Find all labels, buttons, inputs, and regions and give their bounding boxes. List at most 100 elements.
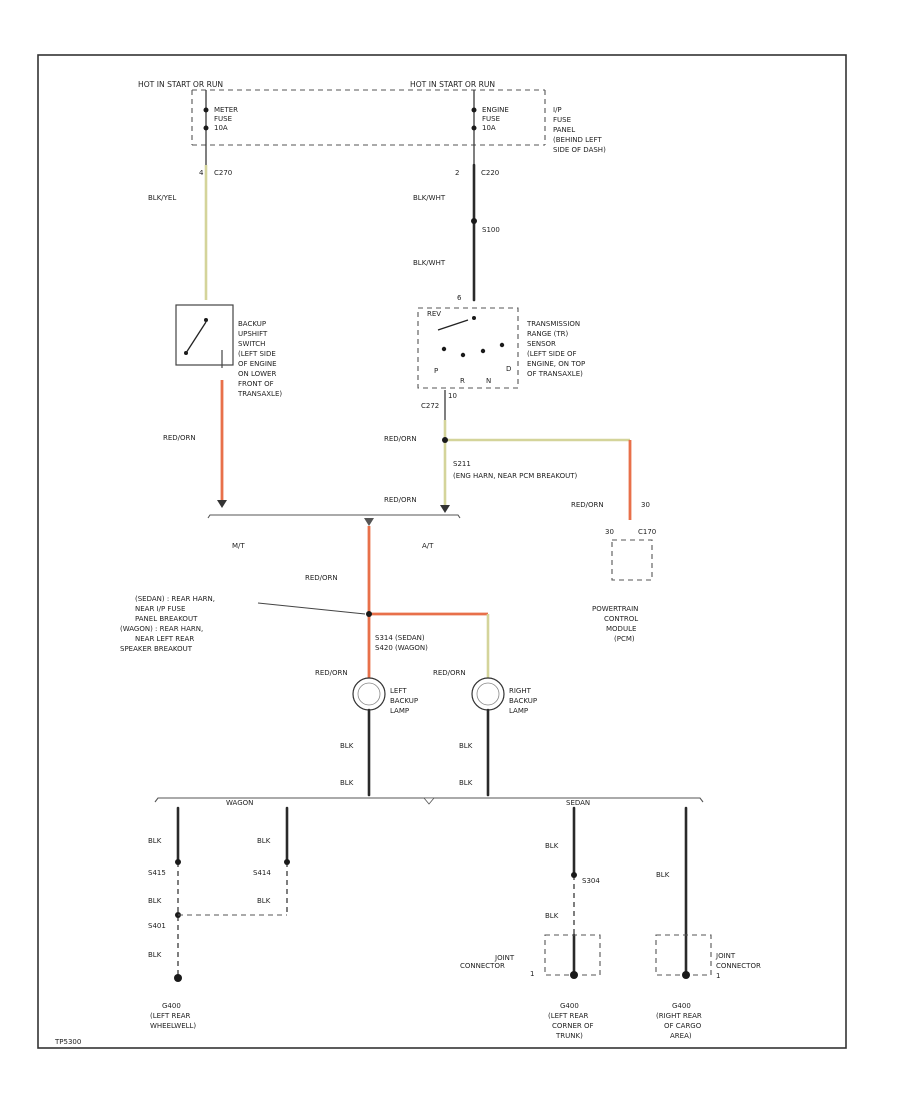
left-gnd-wire-2: BLK [340, 779, 354, 787]
w1-wire-a-label: BLK [148, 837, 162, 845]
engine-fuse-top [471, 107, 477, 113]
w1-ground-2: (LEFT REAR [150, 1012, 191, 1020]
pcm-pin: 30 [641, 501, 650, 509]
meter-fuse-line1: METER [214, 106, 238, 114]
tr-pin-top: 6 [457, 294, 462, 302]
splice-desc-1: (SEDAN) : REAR HARN, [135, 595, 215, 603]
left-hot-label: HOT IN START OR RUN [138, 80, 223, 89]
splice-s314 [366, 611, 372, 617]
left-gnd-wire-1: BLK [340, 742, 354, 750]
meter-fuse-line2: FUSE [214, 115, 232, 123]
w1-splice-dot [175, 859, 181, 865]
tr-contact-top [472, 316, 476, 320]
ip-fuse-line4: (BEHIND LEFT [553, 136, 602, 144]
switch-desc-2: UPSHIFT [238, 330, 268, 338]
tr-pos-d: D [506, 365, 511, 373]
splice-name-2: S420 (WAGON) [375, 644, 428, 652]
s2-ground-2: (RIGHT REAR [656, 1012, 702, 1020]
splice-s211-desc: (ENG HARN, NEAR PCM BREAKOUT) [453, 472, 578, 480]
splice-s211 [442, 437, 448, 443]
left-connector: C270 [214, 169, 232, 177]
s2-ground-3: OF CARGO [664, 1022, 702, 1030]
switch-desc-1: BACKUP [238, 320, 266, 328]
switch-desc-8: TRANSAXLE) [237, 390, 282, 398]
tr-pos-n: N [486, 377, 491, 385]
w2-wire-a-label: BLK [257, 837, 271, 845]
tr-wiper [437, 319, 469, 331]
s2-joint-2: CONNECTOR [716, 962, 761, 970]
s2-ground-4: AREA) [670, 1032, 692, 1040]
s1-splice-label: S304 [582, 877, 600, 885]
switch-desc-7: FRONT OF [238, 380, 274, 388]
splice-s100-label: S100 [482, 226, 500, 234]
right-branch: 2 C220 BLK/WHT S100 BLK/WHT 6 REV P R N … [384, 145, 656, 643]
meter-fuse-line3: 10A [214, 124, 228, 132]
right-lower-wire: RED/ORN [384, 496, 417, 504]
tr-sensor-box [417, 307, 519, 389]
tr-out-conn: C272 [421, 402, 439, 410]
tr-pos-r: R [460, 377, 465, 385]
right-lamp-desc-2: BACKUP [509, 697, 537, 705]
s2-joint-1: JOINT [715, 952, 736, 960]
right-wire-color-1: BLK/WHT [413, 194, 446, 202]
w1-ground-dot [174, 974, 182, 982]
diagram-frame [37, 54, 847, 1049]
right-lamp-desc-1: RIGHT [509, 687, 532, 695]
s1-wire-a-label: BLK [545, 842, 559, 850]
switch-desc-6: ON LOWER [238, 370, 276, 378]
left-output-wire: RED/ORN [163, 434, 196, 442]
w1-splice-label: S415 [148, 869, 166, 877]
switch-desc-4: (LEFT SIDE [238, 350, 276, 358]
tr-contact-4 [499, 342, 505, 348]
right-arrow [440, 505, 450, 513]
left-lamp-inner [357, 682, 381, 706]
left-lamp-desc-1: LEFT [390, 687, 407, 695]
s1-ground-3: CORNER OF [552, 1022, 594, 1030]
s1-ground-4: TRUNK) [555, 1032, 583, 1040]
pcm-conn: C170 [638, 528, 656, 536]
splice-desc-2: NEAR I/P FUSE [135, 605, 185, 613]
right-output-wire: RED/ORN [384, 435, 417, 443]
tr-contact-1 [441, 346, 447, 352]
right-gnd-wire-1: BLK [459, 742, 473, 750]
middle-wire: RED/ORN [305, 574, 338, 582]
splice-desc-6: SPEAKER BREAKOUT [120, 645, 193, 653]
engine-fuse-bottom [471, 125, 477, 131]
w1-wire-b-label: BLK [148, 897, 162, 905]
pcm-desc-2: CONTROL [604, 615, 638, 623]
right-lamp-inner [476, 682, 500, 706]
ground-section: WAGON SEDAN BLK S415 BLK S401 BLK G400 (… [54, 799, 761, 1046]
pcm-desc-3: MODULE [606, 625, 636, 633]
ip-fuse-line1: I/P [553, 106, 562, 114]
sedan-label: SEDAN [566, 799, 590, 807]
tr-desc-2: RANGE (TR) [527, 330, 569, 338]
s1-joint-box [544, 934, 601, 976]
pcm-pin-b: 30 [605, 528, 614, 536]
tr-desc-3: SENSOR [527, 340, 556, 348]
left-wire-color: BLK/YEL [148, 194, 176, 202]
switch-pivot-top [204, 318, 208, 322]
left-lamp-desc-3: LAMP [390, 707, 409, 715]
option-bar [207, 514, 461, 519]
switch-desc-3: SWITCH [238, 340, 265, 348]
tr-desc-6: OF TRANSAXLE) [527, 370, 583, 378]
engine-fuse-line1: ENGINE [482, 106, 509, 114]
w2-splice-dot [284, 859, 290, 865]
engine-fuse-line2: FUSE [482, 115, 500, 123]
w1-wire-c-label: BLK [148, 951, 162, 959]
splice-callout [257, 602, 366, 615]
option-bar-notch [364, 518, 374, 526]
splice-name: S314 (SEDAN) [375, 634, 425, 642]
s2-joint-box [655, 934, 712, 976]
tr-desc-1: TRANSMISSION [526, 320, 580, 328]
right-wire-color-2: BLK/WHT [413, 259, 446, 267]
s2-joint-3: 1 [716, 972, 720, 980]
splice-s100 [471, 218, 477, 224]
s1-wire-b-label: BLK [545, 912, 559, 920]
switch-desc-5: OF ENGINE [238, 360, 277, 368]
pcm-desc-4: (PCM) [614, 635, 635, 643]
at-label: A/T [422, 542, 434, 550]
s1-joint-3: 1 [530, 970, 534, 978]
lamp-section: RED/ORN (SEDAN) : REAR HARN, NEAR I/P FU… [120, 526, 537, 797]
